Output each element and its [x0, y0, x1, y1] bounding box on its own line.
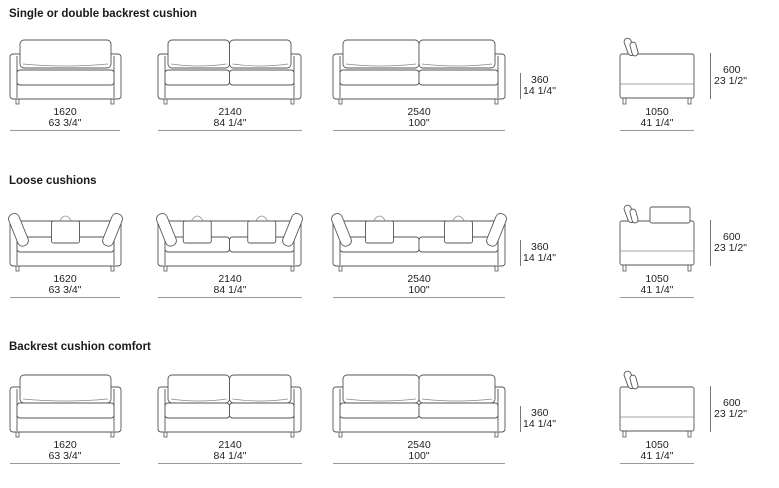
width-inch: 84 1/4" — [213, 450, 247, 462]
sofa-2540-front-view — [332, 374, 506, 438]
width-inch: 100" — [408, 284, 430, 296]
seat-height-mm: 360 — [531, 241, 549, 253]
dimension-rule — [158, 130, 302, 131]
dimension-rule — [620, 130, 694, 131]
total-height-bar — [710, 53, 711, 99]
section-title: Loose cushions — [9, 175, 97, 187]
dimension-rule — [333, 130, 505, 131]
dimension-rule — [620, 463, 694, 464]
sofa-2140-front-view — [157, 374, 302, 438]
width-inch: 84 1/4" — [213, 117, 247, 129]
sofa-2540-front-view — [332, 39, 506, 105]
dimension-rule — [333, 463, 505, 464]
total-height-inch: 23 1/2" — [714, 408, 747, 420]
width-inch: 41 1/4" — [640, 450, 674, 462]
total-height-inch: 23 1/2" — [714, 242, 747, 254]
dimension-rule — [10, 463, 120, 464]
width-inch: 100" — [408, 450, 430, 462]
sofa-1620-front-view — [8, 213, 123, 272]
sofa-1620-front-view — [9, 39, 122, 105]
width-mm: 1620 — [53, 273, 77, 285]
sofa-2540-front-view — [331, 213, 507, 272]
width-mm: 2140 — [218, 273, 242, 285]
sofa-1620-front-view — [9, 374, 122, 438]
sofa-side-view — [619, 204, 695, 272]
section-title: Single or double backrest cushion — [9, 8, 197, 20]
sofa-side-view — [619, 37, 695, 105]
total-height-mm: 600 — [723, 231, 741, 243]
dimension-rule — [620, 297, 694, 298]
width-mm: 2140 — [218, 439, 242, 451]
total-height-mm: 600 — [723, 397, 741, 409]
width-mm: 2540 — [407, 273, 431, 285]
width-inch: 63 3/4" — [48, 117, 82, 129]
seat-height-mm: 360 — [531, 74, 549, 86]
total-height-inch: 23 1/2" — [714, 75, 747, 87]
seat-height-mm: 360 — [531, 407, 549, 419]
seat-height-inch: 14 1/4" — [523, 418, 556, 430]
seat-height-bar — [520, 73, 521, 99]
width-mm: 2540 — [407, 439, 431, 451]
dimension-rule — [158, 463, 302, 464]
seat-height-bar — [520, 406, 521, 432]
width-mm: 2140 — [218, 106, 242, 118]
section-title: Backrest cushion comfort — [9, 341, 151, 353]
width-mm: 1620 — [53, 106, 77, 118]
seat-height-inch: 14 1/4" — [523, 252, 556, 264]
total-height-bar — [710, 220, 711, 266]
dimension-rule — [10, 130, 120, 131]
dimension-rule — [158, 297, 302, 298]
width-inch: 41 1/4" — [640, 117, 674, 129]
sofa-2140-front-view — [156, 213, 303, 272]
total-height-bar — [710, 386, 711, 432]
width-inch: 100" — [408, 117, 430, 129]
dimension-rule — [333, 297, 505, 298]
width-mm: 2540 — [407, 106, 431, 118]
seat-height-inch: 14 1/4" — [523, 85, 556, 97]
width-mm: 1050 — [645, 106, 669, 118]
width-inch: 41 1/4" — [640, 284, 674, 296]
width-inch: 63 3/4" — [48, 450, 82, 462]
width-mm: 1620 — [53, 439, 77, 451]
sofa-2140-front-view — [157, 39, 302, 105]
width-inch: 63 3/4" — [48, 284, 82, 296]
width-mm: 1050 — [645, 273, 669, 285]
width-mm: 1050 — [645, 439, 669, 451]
seat-height-bar — [520, 240, 521, 266]
width-inch: 84 1/4" — [213, 284, 247, 296]
dimension-rule — [10, 297, 120, 298]
sofa-side-view — [619, 370, 695, 438]
total-height-mm: 600 — [723, 64, 741, 76]
